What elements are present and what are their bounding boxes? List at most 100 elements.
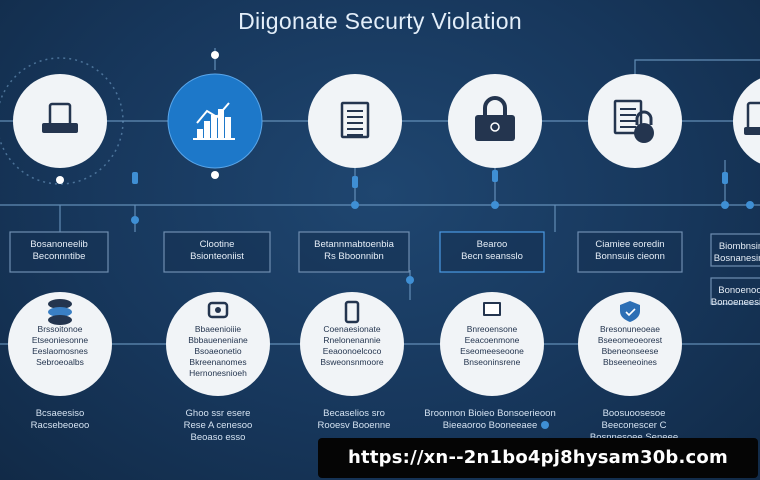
node-circle <box>13 74 107 168</box>
page-title: Diigonate Securty Violation <box>238 8 522 34</box>
label-box-text: Betannmabtoenbia <box>314 239 394 250</box>
caption-text: Becaselios sro <box>323 408 385 419</box>
connector-dot <box>541 421 549 429</box>
node-ring <box>0 57 124 185</box>
caption-text: Ghoo ssr esere <box>186 408 251 419</box>
router-icon <box>207 301 229 319</box>
connector-dot <box>491 201 499 209</box>
connector-dot <box>746 201 754 209</box>
bottom-node: BrssoitonoeEtseoniesonneEeslaomosnesSebr… <box>8 292 112 396</box>
caption-text: Bieeaoroo Booneeaee <box>443 420 538 431</box>
label-box-text: Bonnsuis cieonn <box>595 251 665 262</box>
label-box-text: Clootine <box>200 239 235 250</box>
node-circle <box>578 292 682 396</box>
caption-text: Rese A cenesoo <box>184 420 253 431</box>
node-text: Bbeneonseese <box>602 346 659 356</box>
caption-text: Broonnon Bioieo Bonsoerieoon <box>424 408 556 419</box>
node-text: Etseoniesonne <box>32 335 89 345</box>
caption-text: Rooesv Booenne <box>318 420 391 431</box>
monitor-icon <box>744 101 760 135</box>
shield-icon <box>620 301 640 322</box>
document-icon <box>340 101 370 139</box>
label-box-text: Beconnntibe <box>33 251 86 262</box>
bottom-node: BresonuneoeaeBseeomeoeorestBbeneonseeseB… <box>578 292 682 396</box>
connector-tick <box>352 176 358 188</box>
connector-tick <box>492 170 498 182</box>
caption-text: Bcsaeesiso <box>36 408 85 419</box>
top-node <box>13 74 107 168</box>
label-box-text: Becn seansslo <box>461 251 523 262</box>
label-box-text: Bonoenooi <box>718 285 760 296</box>
node-text: Rnelonenannie <box>323 335 380 345</box>
label-box-text: Bsionteoniist <box>190 251 244 262</box>
node-circle <box>166 292 270 396</box>
node-text: Bnseoninsrene <box>464 357 521 367</box>
node-text: Brssoitonoe <box>38 324 83 334</box>
node-circle <box>440 292 544 396</box>
connector-dot <box>721 201 729 209</box>
caption-text: Beeconescer C <box>602 420 667 431</box>
connector-dot <box>211 171 219 179</box>
node-text: Bsweonsnmoore <box>320 357 384 367</box>
node-circle <box>300 292 404 396</box>
label-box-text: Ciamiee eoredin <box>595 239 664 250</box>
label-box-text: Biombnsin <box>719 241 760 252</box>
node-text: Eeacoenmone <box>465 335 520 345</box>
caption-text: Beoaso esso <box>191 432 246 443</box>
node-text: Bseeomeoeorest <box>598 335 663 345</box>
label-box-text: Rs Bboonnibn <box>324 251 384 262</box>
url-badge: https://xn--2n1bo4pj8hysam30b.com <box>318 438 758 478</box>
label-box-text: Bosanoneelib <box>30 239 88 250</box>
node-text: Bresonuneoeae <box>600 324 660 334</box>
top-node <box>308 74 402 168</box>
padlock-icon <box>475 96 515 141</box>
top-node <box>588 74 682 168</box>
bottom-node: BbaeenioiiieBbbauenenianeBsoaeonetioBkre… <box>166 292 270 396</box>
node-text: Bkreenanomes <box>189 357 246 367</box>
smartphone-icon <box>344 300 360 324</box>
connector-dot <box>351 201 359 209</box>
gear-screen-icon <box>483 302 501 316</box>
label-box-text: Bonoeneesins <box>711 297 760 308</box>
top-node <box>167 73 263 169</box>
node-text: Bbaeenioiiie <box>195 324 242 334</box>
connector-dot <box>56 176 64 184</box>
label-box-text: Bearoo <box>477 239 508 250</box>
top-node <box>448 74 542 168</box>
node-circle <box>308 74 402 168</box>
node-circle <box>8 292 112 396</box>
node-text: Bsoaeonetio <box>194 346 242 356</box>
bottom-node: BnreoensoneEeacoenmoneEseomeeseooneBnseo… <box>440 292 544 396</box>
label-box: BiombnsinBosnanesins <box>710 233 760 267</box>
node-text: Bnreoensone <box>467 324 518 334</box>
connector-dot <box>211 51 219 59</box>
connector-dot <box>406 276 414 284</box>
caption-text: Racsebeoeoo <box>31 420 90 431</box>
label-box: BonoenooiBonoeneesins <box>710 277 760 308</box>
node-text: Bbbaueneniane <box>188 335 248 345</box>
label-box-text: Bosnanesins <box>714 253 760 264</box>
connector-dot <box>131 216 139 224</box>
bottom-node: CoenaesionateRnelonenannieEeaoonoelcocoB… <box>300 292 404 396</box>
caption-text: Boosuoosesoe <box>603 408 666 419</box>
connector-tick <box>722 172 728 184</box>
node-circle <box>733 78 760 164</box>
node-text: Eeaoonoelcoco <box>323 346 382 356</box>
node-text: Sebroeoalbs <box>36 357 84 367</box>
caption-text: Bosnnesoee Seneee <box>590 432 678 443</box>
document-lock-icon <box>613 99 654 143</box>
node-text: Eeslaomosnes <box>32 346 88 356</box>
node-text: Hernonesnioeh <box>189 368 247 378</box>
node-text: Coenaesionate <box>323 324 380 334</box>
database-icon <box>48 299 72 325</box>
